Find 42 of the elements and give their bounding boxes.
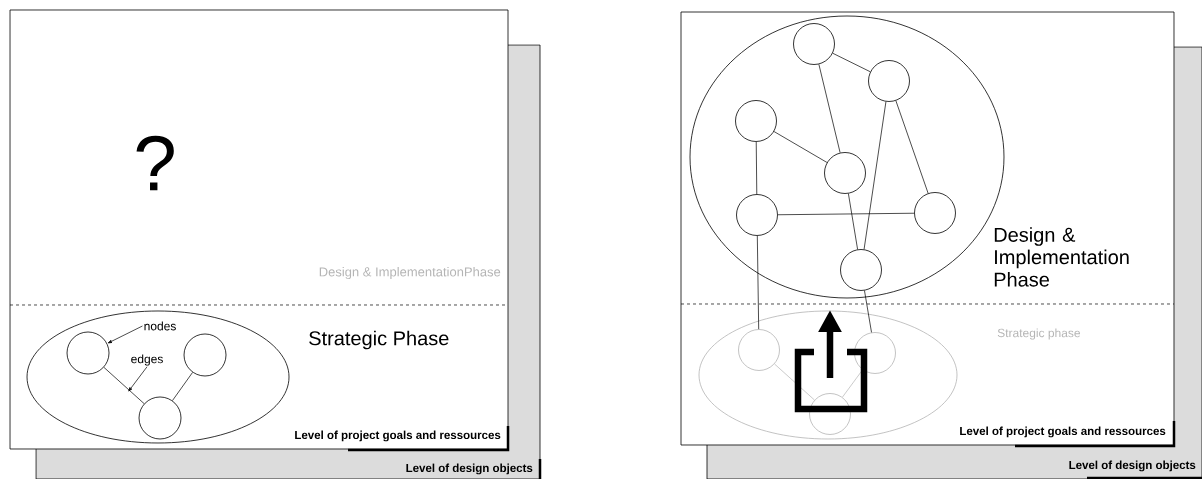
- circle-node: [738, 329, 780, 371]
- level-label: Level of project goals and ressources: [295, 430, 501, 442]
- circle-node: [868, 60, 910, 102]
- annotation-label: edges: [131, 354, 163, 366]
- phase-ellipse: [26, 310, 290, 444]
- circle-node: [854, 332, 896, 374]
- circle-node: [793, 23, 835, 65]
- circle-node: [736, 194, 778, 236]
- question-mark: ?: [136, 135, 174, 191]
- graph-edge: [172, 372, 193, 401]
- phase-label: Design & Implementation Phase: [994, 227, 1129, 287]
- circle-node: [735, 100, 777, 142]
- graph-edge: [777, 212, 915, 216]
- level-label: Level of project goals and ressources: [960, 426, 1166, 438]
- graph-edge: [103, 366, 145, 404]
- graph-edge: [773, 131, 828, 163]
- graph-edge: [774, 363, 815, 401]
- circle-node: [809, 393, 851, 435]
- phase-label: Design & ImplementationPhase: [319, 266, 501, 280]
- circle-node: [914, 192, 956, 234]
- circle-node: [824, 152, 866, 194]
- level-label: Level of design objects: [1069, 460, 1196, 472]
- graph-edge: [818, 63, 841, 153]
- phase-label: Strategic phase: [997, 328, 1080, 340]
- circle-node: [66, 331, 110, 375]
- graph-edge: [864, 290, 872, 333]
- leader-arrow: [128, 366, 148, 392]
- graph-edge: [863, 101, 887, 250]
- graph-edge: [842, 369, 863, 398]
- graph-edge: [755, 141, 758, 195]
- circle-node: [183, 333, 227, 377]
- circle-node: [138, 396, 182, 440]
- phase-ellipse: [698, 310, 958, 440]
- leader-arrow: [107, 325, 143, 344]
- circle-node: [840, 249, 882, 291]
- graph-edge: [756, 235, 760, 330]
- graph-edge: [895, 100, 929, 194]
- annotation-label: nodes: [144, 321, 176, 331]
- level-label: Level of design objects: [406, 463, 533, 475]
- phase-label: Strategic Phase: [309, 330, 449, 350]
- graph-edge: [832, 52, 871, 73]
- graph-edge: [848, 193, 858, 250]
